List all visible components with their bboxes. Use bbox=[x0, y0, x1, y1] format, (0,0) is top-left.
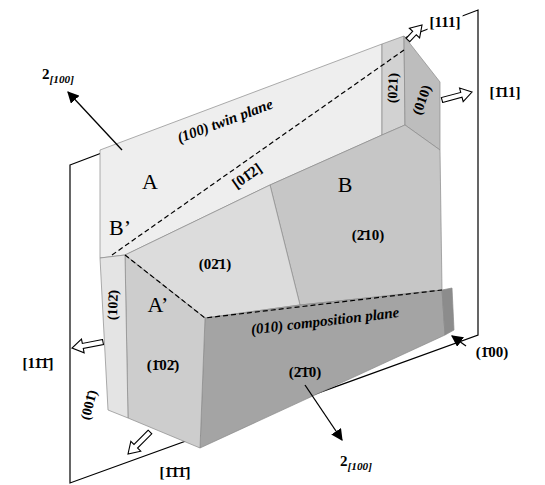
twofold-axis-label: 2[100] bbox=[42, 66, 74, 85]
face-a-prime bbox=[125, 255, 205, 448]
axis-arrow bbox=[452, 336, 466, 346]
axis-arrow bbox=[68, 92, 122, 150]
face-b bbox=[270, 125, 442, 305]
face-100 bbox=[442, 288, 454, 335]
direction-label: [111] bbox=[428, 14, 463, 31]
face-index: (1̄02̄) bbox=[147, 357, 180, 374]
direction-label: [1̄11] bbox=[488, 84, 523, 101]
face-021 bbox=[382, 36, 405, 135]
face-0-21 bbox=[125, 185, 300, 318]
individual-label: B bbox=[338, 173, 353, 197]
face-102 bbox=[100, 255, 128, 418]
face-index: (001̄) bbox=[77, 386, 101, 423]
direction-arrow bbox=[406, 25, 422, 42]
face-bottom bbox=[200, 290, 445, 448]
face-index: (1̄00) bbox=[474, 344, 511, 361]
face-index: (02̄1) bbox=[199, 256, 232, 273]
face-index: (102̄) bbox=[105, 290, 121, 321]
direction-label: [1̄1̄1̄] bbox=[158, 464, 193, 481]
face-index: (021) bbox=[385, 73, 401, 104]
face-index: (2̄10) bbox=[352, 227, 385, 244]
individual-label: A’ bbox=[148, 293, 169, 317]
twin-plane-section bbox=[112, 50, 404, 255]
individual-label: B’ bbox=[109, 216, 131, 240]
twin-plane-outline bbox=[70, 10, 478, 483]
direction-arrow bbox=[72, 339, 103, 353]
direction-arrow bbox=[441, 88, 472, 102]
twofold-axis-label: 2[100] bbox=[340, 453, 372, 472]
individual-label: A bbox=[142, 170, 158, 194]
direction-arrow bbox=[128, 430, 152, 454]
axis-arrow bbox=[305, 385, 342, 440]
face-index: (2̄1̄0) bbox=[289, 364, 322, 381]
direction-label: [11̄1̄] bbox=[21, 355, 56, 372]
